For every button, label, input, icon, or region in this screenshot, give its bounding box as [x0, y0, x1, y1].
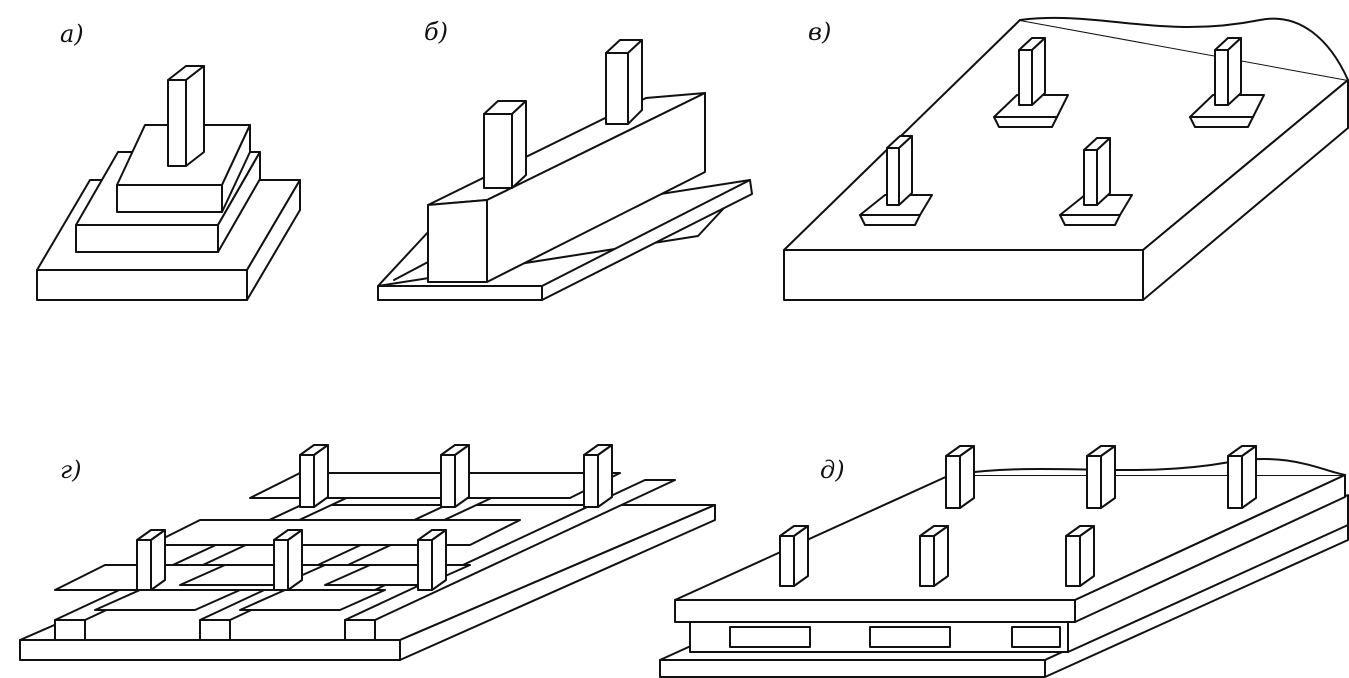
label-v: в): [808, 18, 832, 46]
label-d: д): [820, 456, 845, 484]
slab-footing-drawing: [783, 16, 1349, 301]
label-g: г): [60, 456, 82, 484]
box-slab-drawing: [659, 445, 1349, 678]
strip-footing-drawing: [377, 39, 753, 301]
cross-strip-grid-drawing: [19, 444, 716, 661]
stepped-footing-drawing: [36, 65, 301, 301]
label-b: б): [424, 18, 449, 46]
label-a: а): [60, 20, 84, 48]
